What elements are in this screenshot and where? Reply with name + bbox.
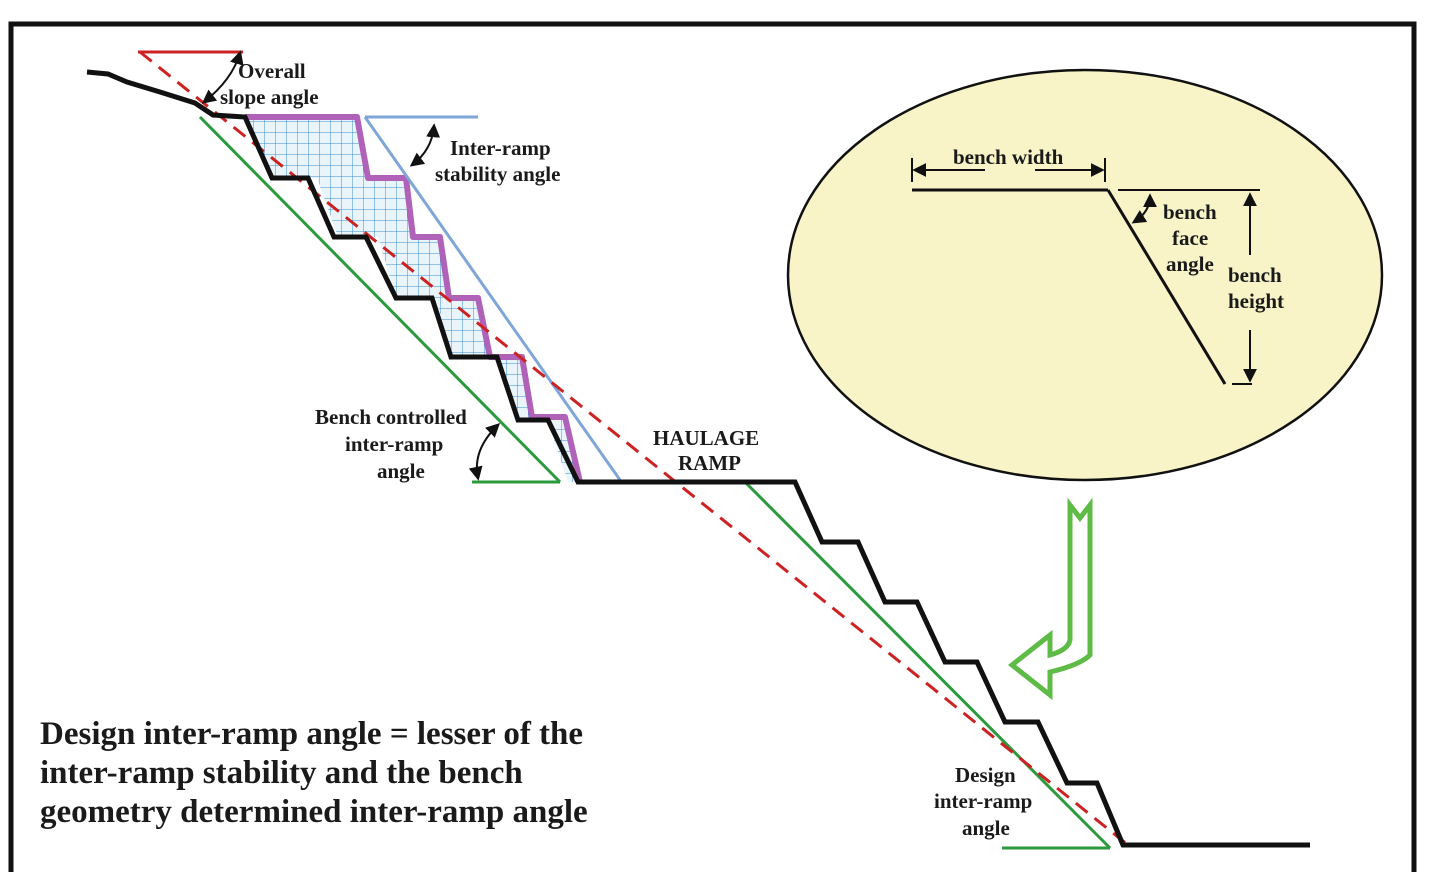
haulage-label-2: RAMP <box>678 451 741 475</box>
detail-ellipse <box>786 68 1384 482</box>
bench-controlled-label-2: inter-ramp <box>345 432 443 456</box>
bench-controlled-angle-arc <box>468 423 501 481</box>
haulage-label-1: HAULAGE <box>653 426 759 450</box>
bench-width-label: bench width <box>953 145 1064 169</box>
stability-angle-line <box>363 116 622 481</box>
statement-line-3: geometry determined inter-ramp angle <box>40 794 588 830</box>
bench-controlled-label-3: angle <box>377 459 425 483</box>
bench-face-label-3: angle <box>1166 252 1214 276</box>
green-pointer-arrow <box>1007 497 1093 701</box>
bench-face-label-2: face <box>1172 226 1208 250</box>
statement-line-1: Design inter-ramp angle = lesser of the <box>40 716 583 752</box>
bench-controlled-label-1: Bench controlled <box>315 405 467 429</box>
design-label-2: inter-ramp <box>934 789 1032 813</box>
stability-angle-arc <box>409 123 441 167</box>
stability-label-2: stability angle <box>435 162 560 186</box>
bench-height-label-1: bench <box>1228 263 1282 287</box>
bench-face-line <box>1106 189 1227 385</box>
statement-line-2: inter-ramp stability and the bench <box>40 755 523 791</box>
design-label-1: Design <box>955 763 1016 787</box>
design-angle-line <box>743 480 1112 850</box>
failure-zone-outline <box>245 114 583 483</box>
design-label-3: angle <box>962 816 1010 840</box>
overall-angle-arc <box>201 50 244 104</box>
figure-frame <box>8 21 1417 872</box>
overall-label-2: slope angle <box>220 85 319 109</box>
stability-label-1: Inter-ramp <box>450 136 551 160</box>
bench-controlled-line <box>198 115 562 484</box>
bench-face-angle-arc <box>1131 193 1157 224</box>
overall-slope-line <box>139 50 1129 847</box>
pit-profile <box>86 69 1310 848</box>
bench-height-label-2: height <box>1228 289 1284 313</box>
bench-face-label-1: bench <box>1163 200 1217 224</box>
bench-detail-callout <box>786 68 1384 482</box>
overall-label-1: Overall <box>238 59 306 83</box>
